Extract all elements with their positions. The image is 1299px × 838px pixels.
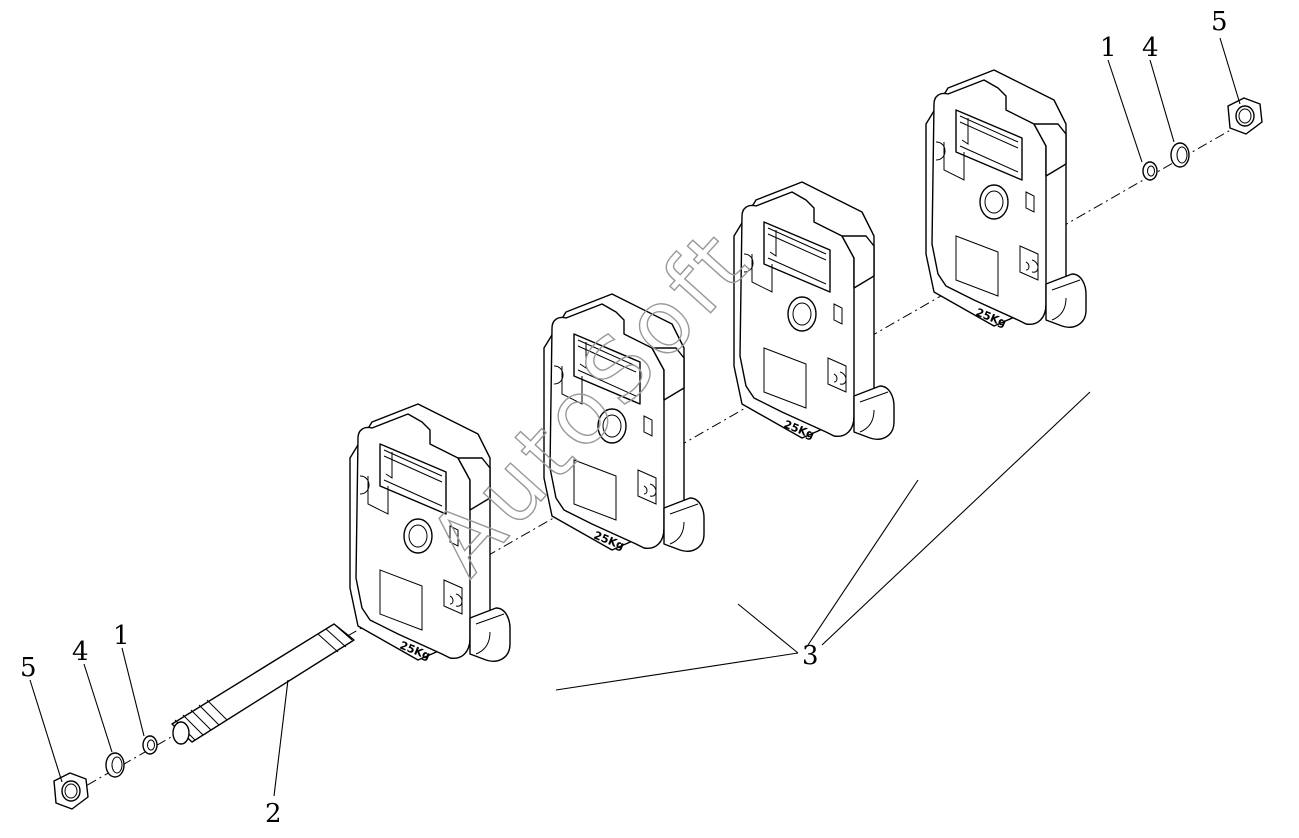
left-spring-washer xyxy=(105,752,125,778)
right-nut xyxy=(1227,97,1263,135)
right-flat-washer xyxy=(1142,161,1158,181)
left-flat-washer xyxy=(142,735,158,755)
callout-left-flat-washer: 1 xyxy=(113,621,130,651)
callout-right-nut: 5 xyxy=(1211,7,1228,37)
leader-weight-3 xyxy=(807,479,919,646)
leader-right-flat-washer xyxy=(1107,59,1143,163)
bolt xyxy=(171,623,355,745)
right-spring-washer xyxy=(1170,142,1190,168)
leader-left-flat-washer xyxy=(121,647,145,737)
callout-bolt: 2 xyxy=(265,799,282,829)
leader-left-spring-washer xyxy=(83,663,113,753)
leader-right-spring-washer xyxy=(1149,59,1175,143)
leader-left-nut xyxy=(29,679,63,783)
leader-bolt xyxy=(273,679,289,797)
leader-right-nut xyxy=(1219,37,1241,105)
callout-left-spring-washer: 4 xyxy=(72,637,89,667)
leader-weight-4 xyxy=(821,391,1091,646)
callout-weights: 3 xyxy=(802,641,819,671)
weight-plate-4 xyxy=(925,69,1087,328)
weight-plate-3 xyxy=(733,181,895,440)
callout-right-flat-washer: 1 xyxy=(1100,33,1117,63)
callout-left-nut: 5 xyxy=(20,653,37,683)
callout-right-spring-washer: 4 xyxy=(1142,33,1159,63)
leader-weight-2 xyxy=(737,603,799,654)
leader-weight-1 xyxy=(555,652,799,691)
left-nut xyxy=(53,772,89,810)
